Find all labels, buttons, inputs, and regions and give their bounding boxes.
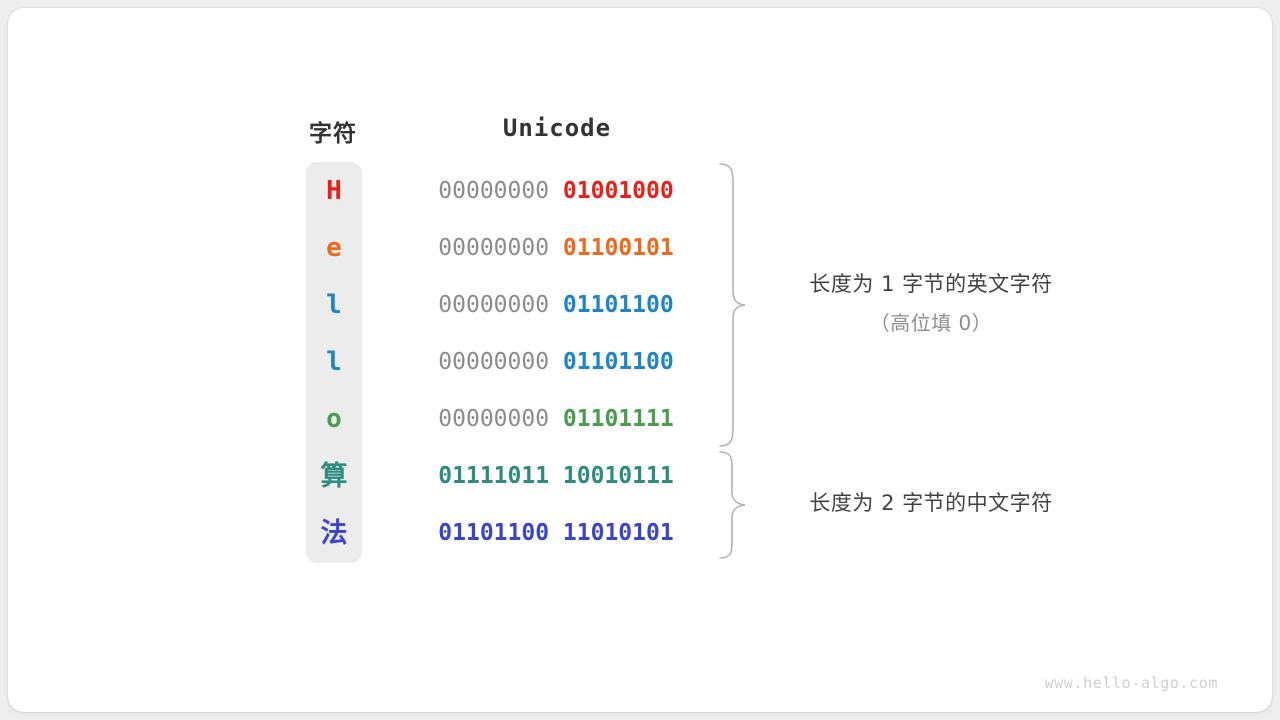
annotation-ascii: 长度为 1 字节的英文字符 （高位填 0）: [756, 268, 1106, 336]
unicode-bits-cell: 00000000 01101100: [404, 277, 708, 334]
unicode-low-byte: 01101100: [562, 349, 674, 375]
annotation-cjk-line1: 长度为 2 字节的中文字符: [809, 491, 1053, 515]
column-header-unicode: Unicode: [502, 114, 612, 142]
annotation-ascii-line2: （高位填 0）: [869, 311, 993, 335]
unicode-low-byte: 01100101: [562, 235, 674, 261]
character-cell: l: [326, 347, 342, 377]
unicode-high-byte: 00000000: [438, 292, 550, 318]
table-row: l 00000000 01101100: [8, 334, 1272, 391]
character-cell: 算: [320, 461, 348, 492]
unicode-bits-cell: 00000000 01100101: [404, 220, 708, 277]
unicode-bits-cell: 00000000 01101100: [404, 334, 708, 391]
table-row: o 00000000 01101111: [8, 391, 1272, 448]
table-row: 算 01111011 10010111: [8, 448, 1272, 505]
annotation-ascii-line1: 长度为 1 字节的英文字符: [809, 272, 1053, 296]
table-row: 法 01101100 11010101: [8, 505, 1272, 562]
unicode-bits-cell: 01111011 10010111: [404, 448, 708, 505]
character-cell: e: [326, 233, 342, 263]
table-row: l 00000000 01101100: [8, 277, 1272, 334]
unicode-high-byte: 00000000: [438, 235, 550, 261]
diagram-stage: 字符 Unicode H 00000000 01001000 e 00000000 0…: [8, 8, 1272, 712]
unicode-high-byte: 01111011: [438, 463, 550, 489]
character-column-background: [306, 162, 362, 563]
unicode-low-byte: 01101100: [562, 292, 674, 318]
unicode-high-byte: 00000000: [438, 178, 550, 204]
table-row: e 00000000 01100101: [8, 220, 1272, 277]
brace-cjk-group: [719, 451, 746, 559]
unicode-high-byte: 01101100: [438, 520, 550, 546]
unicode-bits-cell: 00000000 01001000: [404, 163, 708, 220]
unicode-high-byte: 00000000: [438, 349, 550, 375]
unicode-low-byte: 11010101: [562, 520, 674, 546]
character-cell: o: [326, 404, 342, 434]
table-row: H 00000000 01001000: [8, 163, 1272, 220]
character-cell: l: [326, 290, 342, 320]
unicode-low-byte: 01001000: [562, 178, 674, 204]
unicode-low-byte: 01101111: [562, 406, 674, 432]
unicode-low-byte: 10010111: [562, 463, 674, 489]
diagram-card: 字符 Unicode H 00000000 01001000 e 00000000 0…: [8, 8, 1272, 712]
character-cell: H: [326, 176, 342, 206]
character-cell: 法: [320, 518, 348, 549]
watermark: www.hello-algo.com: [1044, 674, 1218, 692]
unicode-bits-cell: 00000000 01101111: [404, 391, 708, 448]
unicode-high-byte: 00000000: [438, 406, 550, 432]
brace-ascii-group: [719, 163, 746, 447]
unicode-bits-cell: 01101100 11010101: [404, 505, 708, 562]
annotation-cjk: 长度为 2 字节的中文字符: [756, 487, 1106, 517]
column-header-character: 字符: [309, 121, 357, 147]
